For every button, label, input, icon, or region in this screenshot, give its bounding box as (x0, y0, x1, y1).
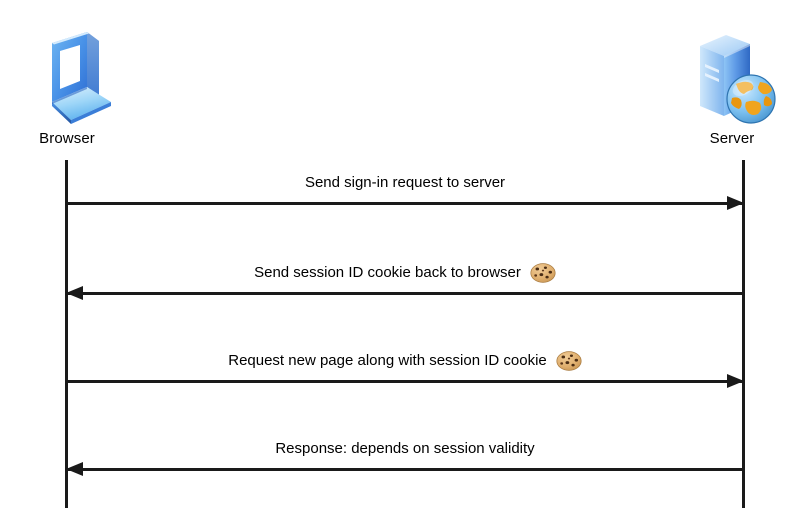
message-text-2: Send session ID cookie back to browser (254, 264, 521, 281)
message-label-1: Send sign-in request to server (66, 172, 744, 194)
message-label-3: Request new page along with session ID c… (66, 350, 744, 372)
lifeline-browser (65, 160, 68, 508)
arrowhead-left-icon (66, 462, 83, 476)
message-line-3 (66, 380, 744, 383)
lifeline-server (742, 160, 745, 508)
server-globe-icon (700, 35, 776, 124)
message-text-3: Request new page along with session ID c… (228, 352, 547, 369)
actor-server[interactable]: Server (662, 24, 800, 148)
message-line-2 (66, 292, 744, 295)
arrowhead-right-icon (727, 374, 744, 388)
message-label-2: Send session ID cookie back to browser (66, 262, 744, 284)
cookie-icon (556, 351, 582, 371)
actor-server-label: Server (709, 130, 755, 147)
message-text-1: Send sign-in request to server (304, 174, 506, 191)
arrowhead-left-icon (66, 286, 83, 300)
laptop-computer-icon (52, 32, 111, 124)
actor-browser[interactable]: Browser (0, 24, 137, 148)
message-text-4: Response: depends on session validity (275, 440, 535, 457)
message-line-4 (66, 468, 744, 471)
message-line-1 (66, 202, 744, 205)
arrowhead-right-icon (727, 196, 744, 210)
cookie-icon (530, 263, 556, 283)
message-label-4: Response: depends on session validity (66, 438, 744, 460)
actor-browser-label: Browser (39, 130, 95, 147)
